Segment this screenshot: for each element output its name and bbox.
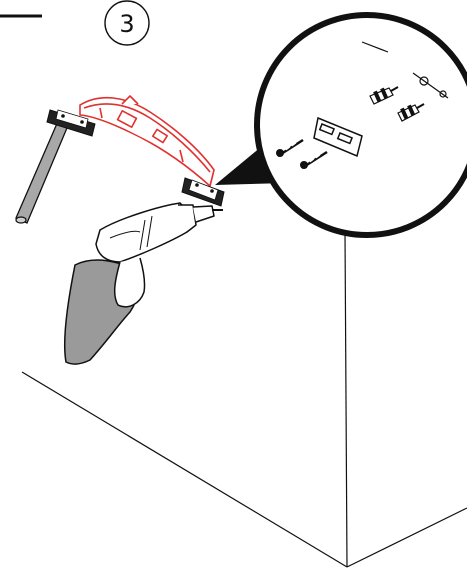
- wall-plug-icon: [397, 103, 425, 122]
- wall-bracket-left-icon: [46, 109, 96, 137]
- drill-point-icon: [412, 72, 449, 99]
- wall-bracket-right-icon: [181, 177, 225, 207]
- support-pole-icon: [15, 111, 73, 224]
- power-drill-icon: [95, 202, 223, 308]
- screw-icon: [300, 150, 328, 170]
- step-number-badge: 3: [104, 0, 150, 46]
- spirit-level-icon: [79, 95, 215, 187]
- screw-icon: [276, 138, 304, 158]
- wall-outline: [21, 231, 467, 568]
- step-number: 3: [119, 10, 134, 38]
- mounting-plate-icon: [313, 116, 363, 158]
- detail-callout: [215, 12, 467, 238]
- wall-plug-icon: [369, 86, 399, 105]
- pencil-mark-icon: [361, 41, 389, 53]
